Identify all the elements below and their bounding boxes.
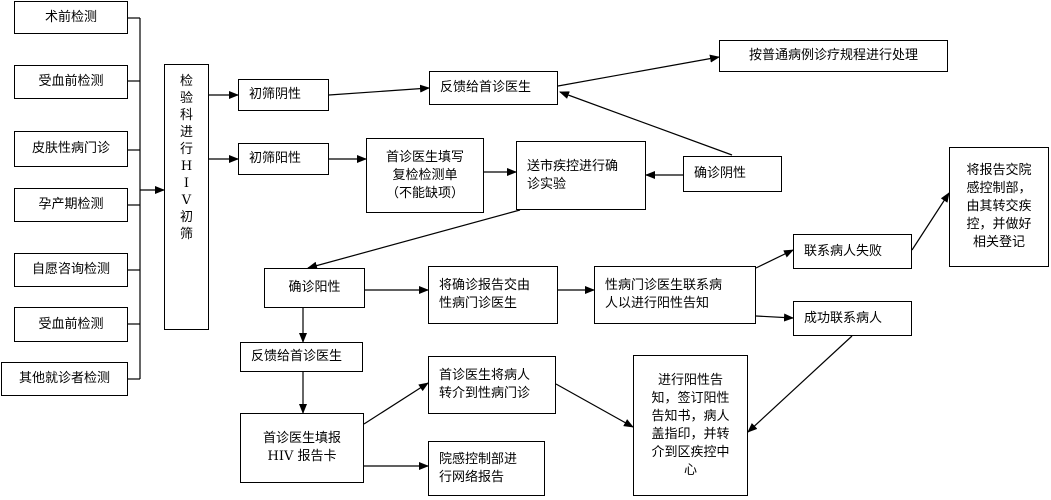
source-box-pretransfusion: 受血前检测 bbox=[14, 65, 128, 99]
arrow bbox=[755, 249, 794, 269]
report-to-std-doctor-box: 将确诊报告交由 性病门诊医生 bbox=[428, 266, 558, 324]
arrow bbox=[555, 383, 634, 428]
contact-failed-box: 联系病人失败 bbox=[793, 234, 912, 269]
arrow bbox=[911, 192, 950, 251]
arrow bbox=[363, 382, 429, 425]
source-label: 受血前检测 bbox=[38, 316, 104, 332]
feedback-first-doctor-box: 反馈给首诊医生 bbox=[429, 71, 558, 105]
positive-notification-label: 进行阳性告 知，签订阳性 告知书，病人 盖指印，并转 介到区疾控中 心 bbox=[651, 372, 730, 478]
confirm-negative-label: 确诊阴性 bbox=[694, 166, 747, 181]
confirm-positive-box: 确诊阳性 bbox=[264, 268, 365, 308]
contact-success-label: 成功联系病人 bbox=[804, 310, 883, 326]
lab-hiv-screening-box: 检 验 科 进 行 H I V 初 筛 bbox=[164, 64, 209, 330]
report-to-std-doctor-label: 将确诊报告交由 性病门诊医生 bbox=[439, 278, 531, 311]
arrow bbox=[559, 91, 733, 156]
online-report-box: 院感控制部进 行网络报告 bbox=[428, 441, 545, 496]
arrow bbox=[557, 54, 720, 87]
source-box-dermatology-std: 皮肤性病门诊 bbox=[14, 131, 128, 167]
std-doctor-contact-box: 性病门诊医生联系病 人以进行阳性告知 bbox=[594, 266, 756, 324]
infection-control-label: 将报告交院 感控制部， 由其转交疾 控，并做好 相关登记 bbox=[966, 163, 1032, 250]
source-box-preoperative: 术前检测 bbox=[14, 1, 128, 34]
source-box-pretransfusion-2: 受血前检测 bbox=[14, 307, 128, 342]
arrow bbox=[755, 313, 794, 322]
source-label: 自愿咨询检测 bbox=[31, 262, 110, 277]
normal-procedure-label: 按普通病例诊疗规程进行处理 bbox=[748, 48, 918, 63]
source-label: 术前检测 bbox=[44, 9, 97, 25]
confirm-positive-label: 确诊阳性 bbox=[288, 280, 341, 295]
arrow bbox=[747, 335, 853, 433]
initial-positive-box: 初筛阳性 bbox=[238, 143, 329, 175]
initial-positive-label: 初筛阳性 bbox=[249, 151, 302, 166]
std-doctor-contact-label: 性病门诊医生联系病 人以进行阳性告知 bbox=[605, 278, 723, 311]
confirm-negative-box: 确诊阴性 bbox=[683, 156, 782, 192]
feedback-label: 反馈给首诊医生 bbox=[251, 349, 343, 364]
arrow bbox=[328, 84, 430, 96]
source-box-other-patients: 其他就诊者检测 bbox=[1, 362, 128, 396]
source-box-vct: 自愿咨询检测 bbox=[14, 253, 128, 287]
refer-std-clinic-box: 首诊医生将病人 转介到性病门诊 bbox=[428, 356, 556, 414]
refer-std-clinic-label: 首诊医生将病人 转介到性病门诊 bbox=[439, 368, 531, 401]
source-box-prenatal: 孕产期检测 bbox=[14, 188, 128, 222]
contact-success-box: 成功联系病人 bbox=[793, 301, 912, 336]
infection-control-report-box: 将报告交院 感控制部， 由其转交疾 控，并做好 相关登记 bbox=[949, 147, 1049, 267]
arrow bbox=[307, 209, 521, 270]
source-label: 受血前检测 bbox=[38, 74, 104, 89]
recheck-form-label: 首诊医生填写 复检检测单 （不能缺项） bbox=[385, 149, 464, 201]
hiv-report-card-box: 首诊医生填报 HIV 报告卡 bbox=[240, 413, 364, 483]
contact-failed-label: 联系病人失败 bbox=[804, 243, 883, 259]
feedback-label: 反馈给首诊医生 bbox=[440, 80, 532, 95]
source-label: 孕产期检测 bbox=[38, 197, 104, 212]
source-label: 皮肤性病门诊 bbox=[31, 141, 110, 156]
source-label: 其他就诊者检测 bbox=[18, 371, 110, 386]
positive-notification-box: 进行阳性告 知，签订阳性 告知书，病人 盖指印，并转 介到区疾控中 心 bbox=[633, 355, 748, 496]
hiv-report-card-label: 首诊医生填报 HIV 报告卡 bbox=[262, 431, 341, 464]
recheck-form-box: 首诊医生填写 复检检测单 （不能缺项） bbox=[366, 138, 484, 213]
online-report-label: 院感控制部进 行网络报告 bbox=[439, 451, 518, 485]
initial-negative-label: 初筛阴性 bbox=[249, 87, 302, 102]
cdc-confirmation-box: 送市疾控进行确 诊实验 bbox=[516, 141, 646, 210]
feedback-first-doctor-box-2: 反馈给首诊医生 bbox=[240, 342, 363, 372]
cdc-confirmation-label: 送市疾控进行确 诊实验 bbox=[527, 158, 619, 192]
initial-negative-box: 初筛阴性 bbox=[238, 79, 329, 111]
normal-procedure-box: 按普通病例诊疗规程进行处理 bbox=[719, 40, 948, 72]
